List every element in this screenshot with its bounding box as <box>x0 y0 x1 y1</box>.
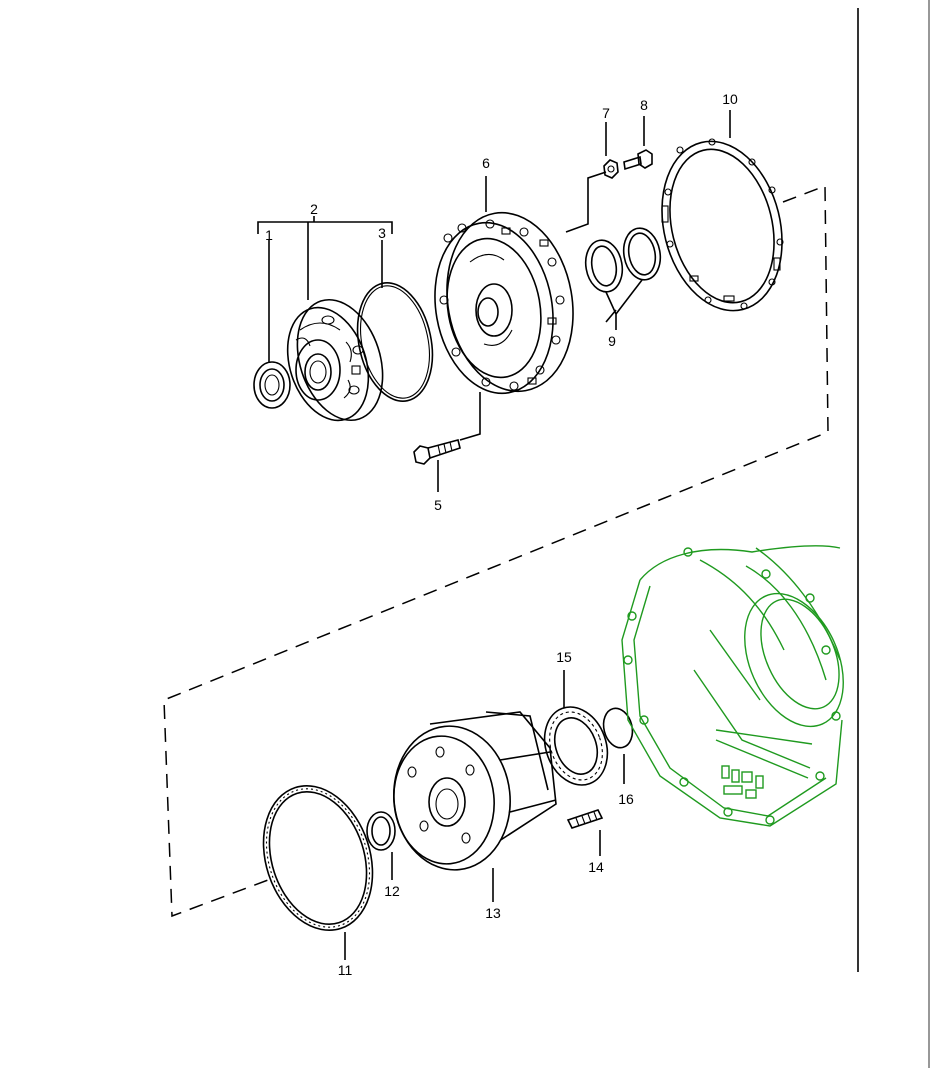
callout-7: 7 <box>602 105 610 121</box>
part-6-pump-body <box>434 211 574 395</box>
callout-11: 11 <box>338 962 353 978</box>
part-15-bearing <box>543 706 609 786</box>
part-3-o-ring <box>356 282 434 402</box>
callout-1: 1 <box>265 227 273 243</box>
callout-12: 12 <box>384 883 400 899</box>
leader-lines <box>257 110 731 960</box>
callout-16: 16 <box>618 791 634 807</box>
part-5-bolt <box>413 439 461 465</box>
callout-10: 10 <box>722 91 738 107</box>
callout-5: 5 <box>434 497 442 513</box>
callout-8: 8 <box>640 97 648 113</box>
part-8-screw <box>623 149 653 171</box>
part-16-circlip <box>602 707 634 749</box>
part-10-gasket <box>661 138 784 312</box>
part-13-clutch-drum <box>393 711 557 871</box>
transmission-housing <box>621 545 844 827</box>
part-11-large-o-ring <box>262 785 374 931</box>
callout-13: 13 <box>485 905 501 921</box>
callout-15: 15 <box>556 649 572 665</box>
part-1-seal <box>253 361 291 409</box>
callout-6: 6 <box>482 155 490 171</box>
callout-9: 9 <box>608 333 616 349</box>
callout-3: 3 <box>378 225 386 241</box>
part-14-stud <box>566 809 604 829</box>
callout-14: 14 <box>588 859 604 875</box>
part-7-nut <box>603 159 619 179</box>
assembly-dashed-path <box>163 184 829 918</box>
part-2-pump-plate <box>286 298 384 422</box>
callout-2: 2 <box>310 201 318 217</box>
part-9-seal-rings <box>584 227 662 293</box>
part-12-small-ring <box>366 811 396 851</box>
